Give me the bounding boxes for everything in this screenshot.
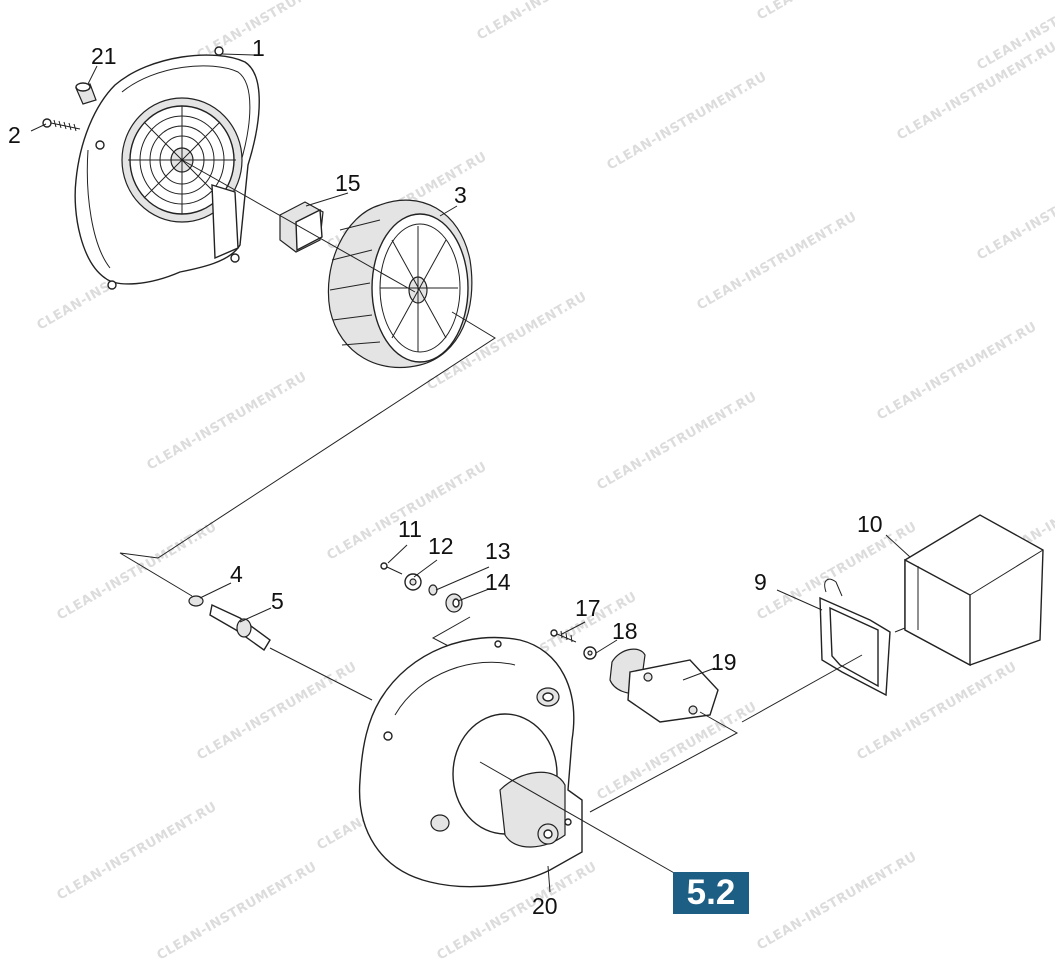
watermark-text: CLEAN-INSTRUMENT.RU xyxy=(475,0,640,43)
watermark-text: CLEAN-INSTRUMENT.RU xyxy=(595,389,760,493)
callout-1: 1 xyxy=(252,35,265,61)
part-17-screw xyxy=(550,629,577,643)
part-18-washer xyxy=(583,646,597,660)
callout-11: 11 xyxy=(398,516,422,542)
part-9-gasket xyxy=(819,578,891,697)
callout-5: 5 xyxy=(271,588,284,614)
watermark-text: CLEAN-INSTRUMENT.RU xyxy=(325,459,490,563)
section-reference-badge[interactable]: 5.2 xyxy=(673,872,749,914)
part-10-filter-box xyxy=(904,514,1044,667)
part-4-nut xyxy=(188,595,204,607)
watermark-text: CLEAN-INSTRUMENT.RU xyxy=(55,799,220,903)
callout-10: 10 xyxy=(857,511,883,537)
callout-leaders xyxy=(30,53,911,893)
callout-15: 15 xyxy=(335,170,361,196)
watermark-text: CLEAN-INSTRUMENT.RU xyxy=(605,69,770,173)
callout-17: 17 xyxy=(575,595,601,621)
callout-18: 18 xyxy=(612,618,638,644)
watermark-text: CLEAN-INSTRUMENT.RU xyxy=(55,519,220,623)
callout-3: 3 xyxy=(454,182,467,208)
watermark-text: CLEAN-INSTRUMENT.RU xyxy=(755,0,920,23)
part-11-screw xyxy=(380,562,403,575)
callout-9: 9 xyxy=(754,569,767,595)
part-5-shaft xyxy=(209,603,271,652)
watermark-text: CLEAN-INSTRUMENT.RU xyxy=(145,369,310,473)
part-2-screw xyxy=(42,118,81,132)
callout-14: 14 xyxy=(485,569,511,595)
watermark-text: CLEAN-INSTRUMENT.RU xyxy=(195,659,360,763)
part-21-pin xyxy=(75,82,97,105)
watermark-text: CLEAN-INSTRUMENT.RU xyxy=(755,849,920,953)
watermark-text: CLEAN-INSTRUMENT.RU xyxy=(895,39,1055,143)
callout-20: 20 xyxy=(532,893,558,919)
watermark-text: CLEAN-INSTRUMENT.RU xyxy=(695,209,860,313)
part-13-spacer xyxy=(428,584,438,596)
watermark-text: CLEAN-INSTRUMENT.RU xyxy=(975,159,1055,263)
callout-21: 21 xyxy=(91,43,117,69)
callout-2: 2 xyxy=(8,122,21,148)
callout-4: 4 xyxy=(230,561,243,587)
part-15-bushing xyxy=(279,201,324,253)
part-19-sensor-plate xyxy=(609,648,719,723)
callout-12: 12 xyxy=(428,533,454,559)
watermark-text: CLEAN-INSTRUMENT.RU xyxy=(155,859,320,963)
callouts: 1 21 2 15 3 4 5 11 12 13 14 17 18 19 9 1… xyxy=(8,35,883,919)
part-12-washer xyxy=(404,573,422,591)
watermark-text: CLEAN-INSTRUMENT.RU xyxy=(875,319,1040,423)
part-1-fan-cover xyxy=(74,46,260,290)
callout-19: 19 xyxy=(711,649,737,675)
callout-13: 13 xyxy=(485,538,511,564)
part-14-grommet xyxy=(445,593,463,613)
part-20-housing xyxy=(358,636,583,888)
